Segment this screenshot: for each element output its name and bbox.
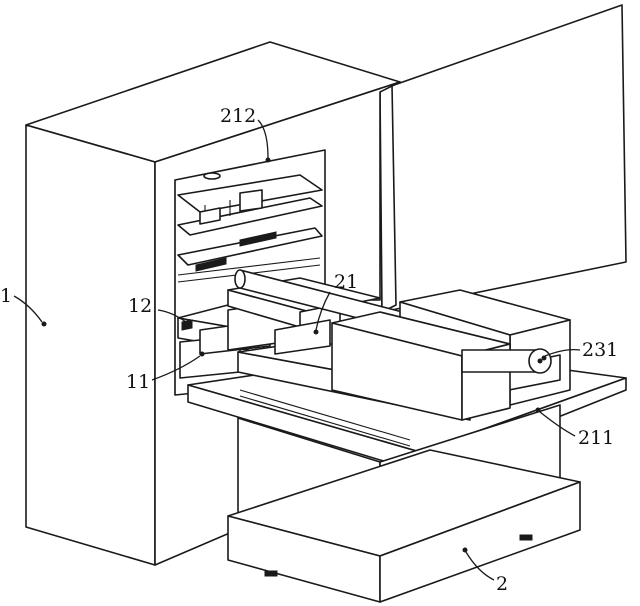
svg-text:11: 11 bbox=[126, 371, 150, 393]
rear-panel bbox=[379, 4, 627, 313]
label-231: 231 bbox=[541, 339, 618, 361]
cylinder bbox=[461, 348, 552, 374]
label-212: 212 bbox=[220, 105, 271, 163]
label-21: 21 bbox=[313, 271, 358, 335]
base bbox=[227, 449, 581, 603]
label-12: 12 bbox=[128, 295, 191, 327]
svg-text:2: 2 bbox=[496, 573, 508, 595]
svg-text:211: 211 bbox=[578, 427, 614, 449]
internal-shelves bbox=[177, 172, 323, 283]
svg-text:12: 12 bbox=[128, 295, 152, 317]
svg-text:212: 212 bbox=[220, 105, 256, 127]
svg-text:231: 231 bbox=[582, 339, 618, 361]
label-1: 1 bbox=[0, 285, 47, 327]
svg-text:21: 21 bbox=[334, 271, 358, 293]
label-211: 211 bbox=[535, 407, 614, 449]
label-11: 11 bbox=[126, 351, 205, 393]
svg-text:1: 1 bbox=[0, 285, 12, 307]
label-2: 2 bbox=[462, 547, 508, 595]
